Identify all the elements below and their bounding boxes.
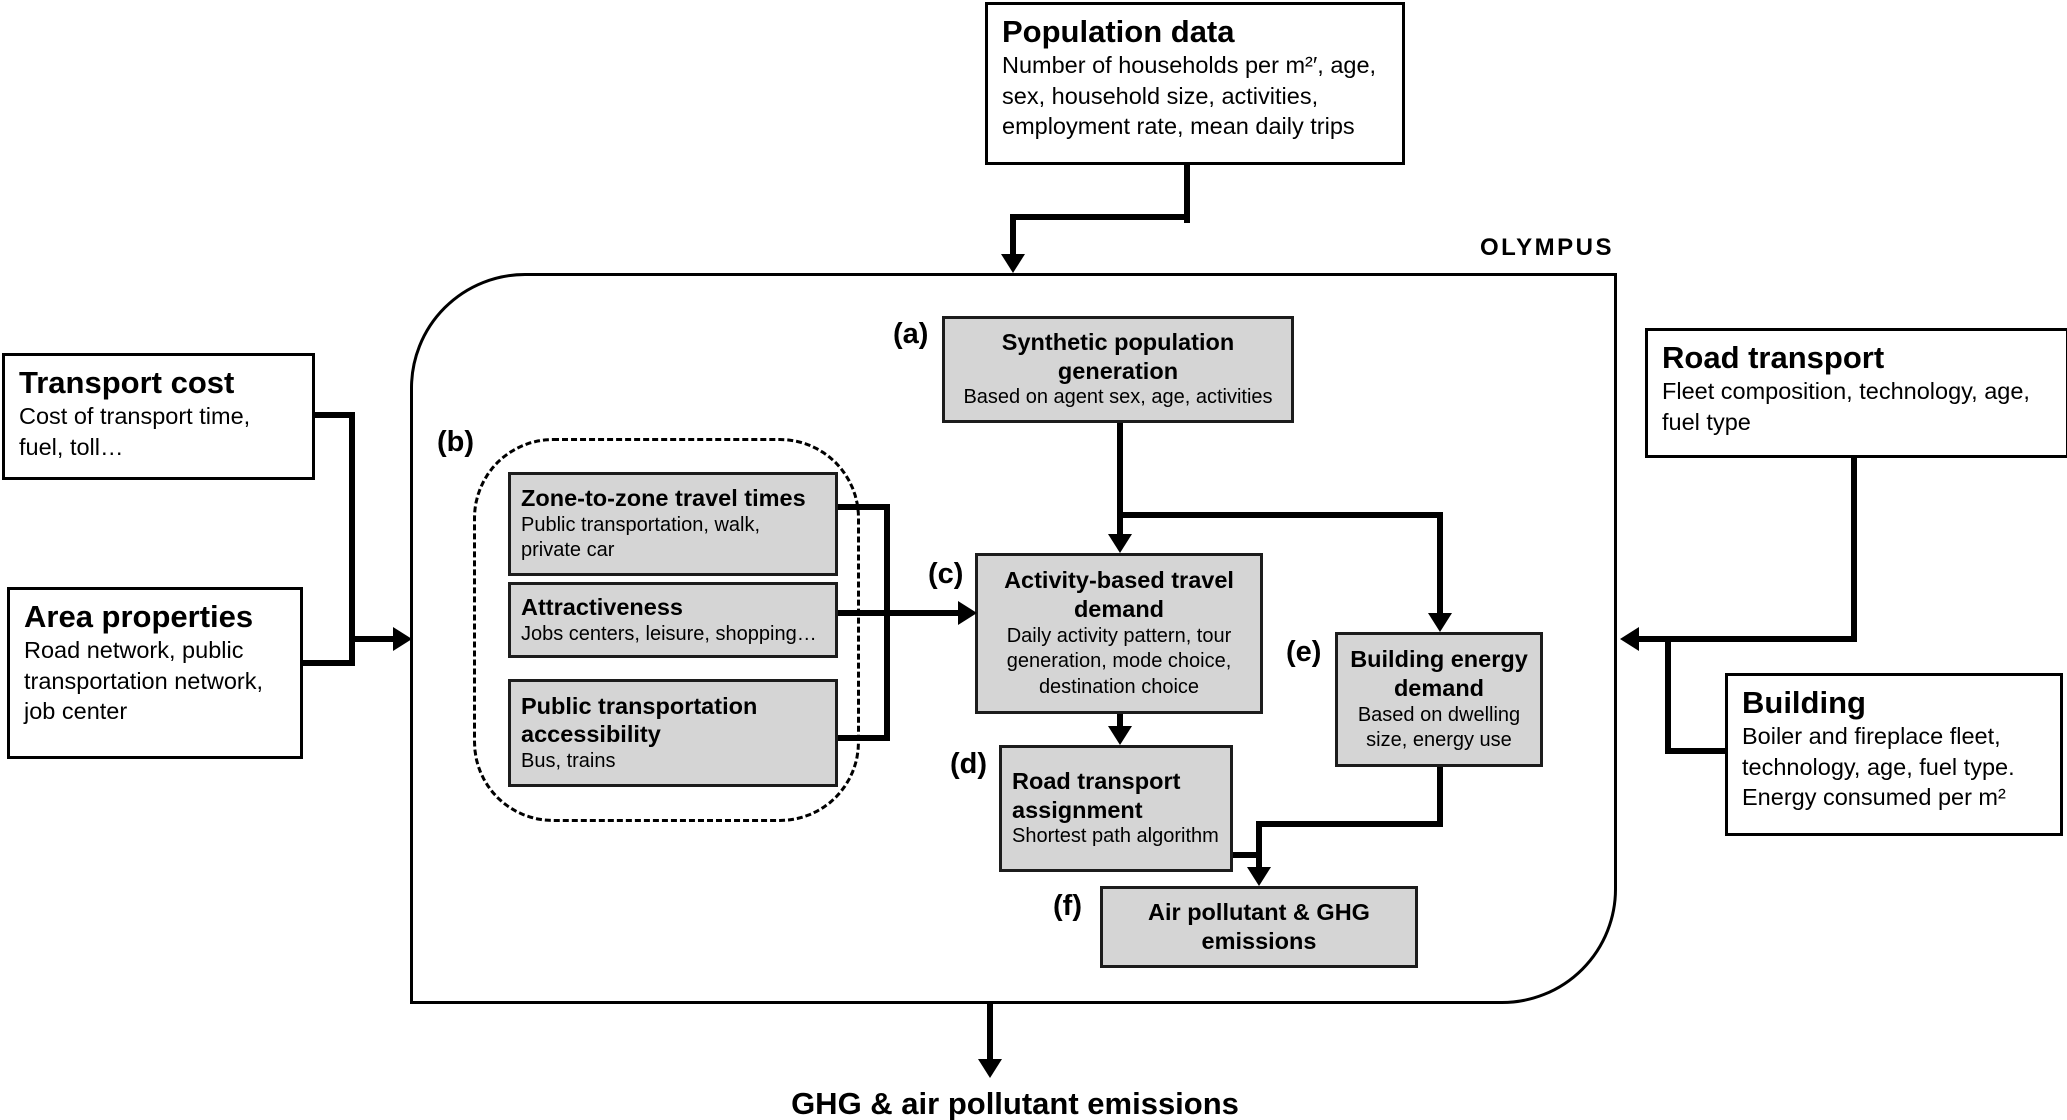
connector-population-1	[1184, 163, 1190, 223]
arrowhead-left-inputs-olympus	[393, 627, 412, 651]
arrowhead-right-inputs-olympus	[1620, 627, 1639, 651]
arrowhead-a-c	[1108, 534, 1132, 553]
road-transport-body: Fleet composition, technology, age, fuel…	[1662, 378, 2030, 435]
transport-cost-body: Cost of transport time, fuel, toll…	[19, 403, 251, 460]
label-c: (c)	[928, 558, 964, 590]
arrowhead-a-e	[1428, 613, 1452, 632]
block-e-title: Building energy demand	[1350, 646, 1528, 701]
connector-b-stub-1	[838, 504, 890, 510]
connector-e-vertical	[1437, 767, 1443, 827]
block-b1-title: Zone-to-zone travel times	[521, 485, 806, 512]
label-f: (f)	[1053, 890, 1082, 922]
block-road-transport-assignment: Road transport assignment Shortest path …	[999, 745, 1233, 872]
block-c-body: Daily activity pattern, tour generation,…	[1006, 624, 1232, 698]
block-d-title: Road transport assignment	[1012, 768, 1181, 823]
connector-a-e-horizontal	[1117, 512, 1443, 518]
connector-road-transport-horizontal	[1634, 636, 1857, 642]
block-synthetic-population: Synthetic population generation Based on…	[942, 316, 1294, 423]
block-b1-body: Public transportation, walk, private car	[521, 513, 761, 562]
arrowhead-population-olympus	[1001, 254, 1025, 273]
block-activity-travel-demand: Activity-based travel demand Daily activ…	[975, 553, 1263, 714]
population-data-body: Number of households per m²′, age, sex, …	[1002, 52, 1377, 140]
connector-population-2	[1010, 214, 1190, 220]
connector-b-stub-3	[838, 735, 890, 741]
block-building-energy-demand: Building energy demand Based on dwelling…	[1335, 632, 1543, 767]
label-a: (a)	[893, 318, 929, 350]
connector-building-vertical	[1665, 636, 1671, 754]
connector-a-c	[1117, 423, 1123, 540]
area-properties-title: Area properties	[24, 599, 254, 634]
label-d: (d)	[950, 748, 988, 780]
block-b2-title: Attractiveness	[521, 593, 683, 620]
connector-transport-cost	[315, 412, 355, 418]
building-body: Boiler and fireplace fleet, technology, …	[1742, 723, 2015, 811]
arrowhead-c-d	[1108, 726, 1132, 745]
block-zone-to-zone: Zone-to-zone travel times Public transpo…	[508, 472, 838, 576]
block-b3-body: Bus, trains	[521, 749, 616, 772]
connector-e-f-horizontal	[1256, 821, 1443, 827]
block-d-body: Shortest path algorithm	[1012, 825, 1219, 848]
connector-population-3	[1010, 214, 1016, 262]
population-data-title: Population data	[1002, 14, 1235, 49]
transport-cost-title: Transport cost	[19, 365, 235, 400]
block-f-title: Air pollutant & GHG emissions	[1148, 899, 1370, 954]
arrowhead-output	[978, 1059, 1002, 1078]
building-box: Building Boiler and fireplace fleet, tec…	[1725, 673, 2063, 836]
transport-cost-box: Transport cost Cost of transport time, f…	[2, 353, 315, 480]
arrowhead-ef-f	[1247, 867, 1271, 886]
area-properties-box: Area properties Road network, public tra…	[7, 587, 303, 759]
connector-output	[987, 1004, 993, 1062]
arrowhead-b-c	[958, 601, 977, 625]
connector-d-stub	[1233, 852, 1262, 858]
olympus-label: OLYMPUS	[1480, 234, 1614, 261]
connector-f-vertical	[1256, 821, 1262, 873]
connector-area-properties	[303, 660, 355, 666]
connector-b-arrow	[838, 610, 963, 616]
block-a-body: Based on agent sex, age, activities	[963, 386, 1273, 409]
block-b3-title: Public transportation accessibility	[521, 692, 758, 748]
block-e-body: Based on dwelling size, energy use	[1357, 703, 1521, 752]
block-c-title: Activity-based travel demand	[1004, 567, 1234, 623]
road-transport-box: Road transport Fleet composition, techno…	[1645, 328, 2067, 458]
population-data-box: Population data Number of households per…	[985, 2, 1405, 165]
label-b: (b)	[437, 426, 475, 458]
block-a-title: Synthetic population generation	[1001, 329, 1235, 384]
area-properties-body: Road network, public transportation netw…	[24, 637, 264, 725]
connector-a-e-vertical	[1437, 512, 1443, 618]
output-label: GHG & air pollutant emissions	[791, 1086, 1239, 1120]
connector-road-transport-vertical	[1851, 457, 1857, 642]
group-b-dashed-boundary	[473, 438, 860, 822]
road-transport-title: Road transport	[1662, 340, 1885, 375]
block-attractiveness: Attractiveness Jobs centers, leisure, sh…	[508, 582, 838, 658]
connector-left-arrow	[349, 636, 399, 642]
building-title: Building	[1742, 685, 1866, 720]
connector-left-vertical	[349, 412, 355, 666]
label-e: (e)	[1286, 636, 1322, 668]
block-pt-accessibility: Public transportation accessibility Bus,…	[508, 679, 838, 787]
connector-building-horizontal	[1665, 748, 1727, 754]
block-air-pollutant-ghg: Air pollutant & GHG emissions	[1100, 886, 1418, 968]
block-b2-body: Jobs centers, leisure, shopping…	[521, 622, 817, 645]
connector-c-d	[1117, 714, 1123, 732]
connector-b-vertical	[884, 504, 890, 741]
